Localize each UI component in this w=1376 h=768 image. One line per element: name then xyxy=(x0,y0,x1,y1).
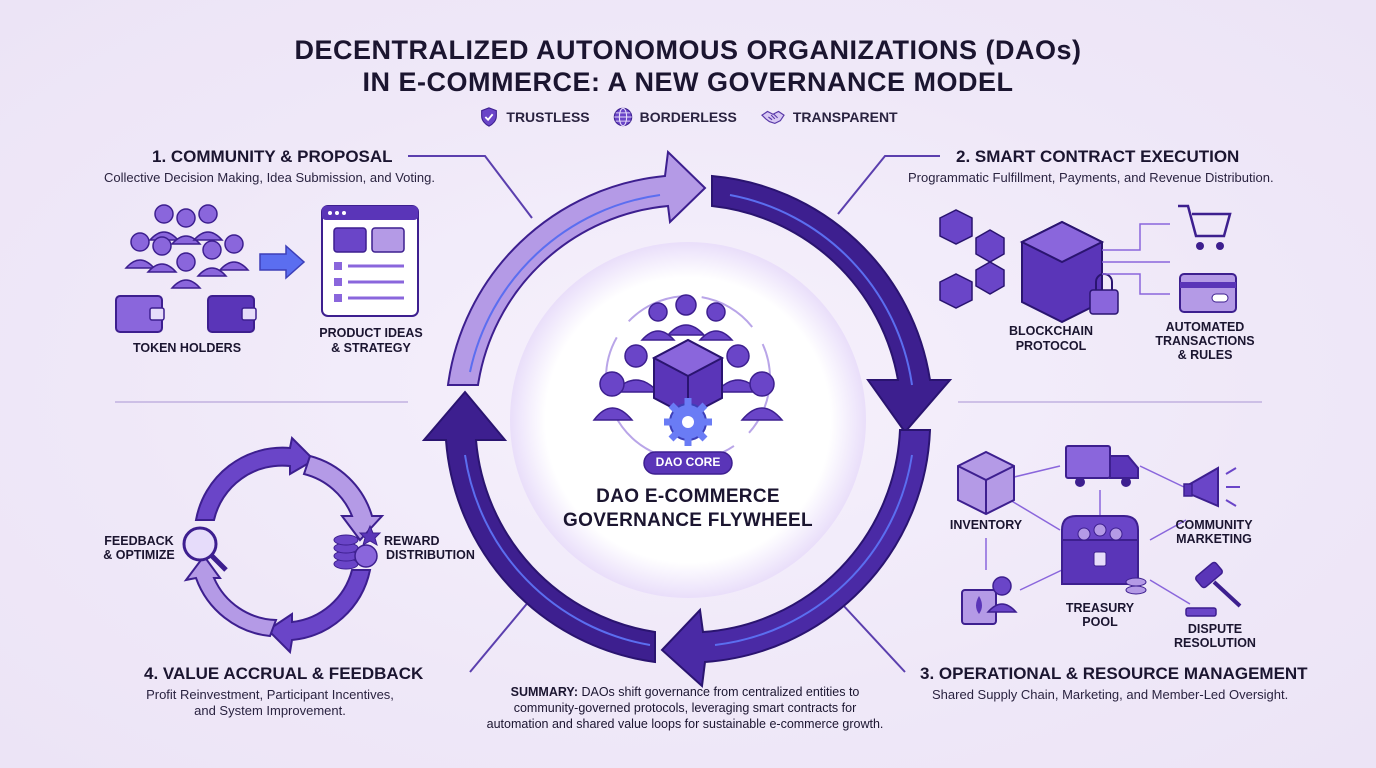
product-ideas-label-line2: & STRATEGY xyxy=(331,341,411,355)
reward-label-line2: DISTRIBUTION xyxy=(386,548,475,562)
community-marketing-label-line2: MARKETING xyxy=(1176,532,1252,546)
treasury-chest-icon xyxy=(1061,515,1147,595)
ring-arrow-top-left xyxy=(446,149,707,386)
dao-core-illustration xyxy=(592,294,784,475)
connector-smart-contract xyxy=(837,155,940,215)
thumbs-down-icon xyxy=(371,227,405,253)
shield-check-icon xyxy=(481,107,498,127)
flywheel-ring xyxy=(421,149,953,689)
summary-line2: community-governed protocols, leveraging… xyxy=(513,701,857,715)
automated-label-line3: & RULES xyxy=(1177,348,1233,362)
thumbs-up-icon xyxy=(333,227,367,253)
wallet-icon-right xyxy=(207,295,257,333)
delivery-truck-icon xyxy=(1065,445,1139,487)
badge-trustless: TRUSTLESS xyxy=(478,106,590,128)
star-icon xyxy=(358,524,382,547)
feedback-label-line2: & OPTIMIZE xyxy=(103,548,175,562)
section-operational-title: 3. OPERATIONAL & RESOURCE MANAGEMENT xyxy=(920,664,1308,683)
connector-value xyxy=(469,599,531,673)
section-value-title: 4. VALUE ACCRUAL & FEEDBACK xyxy=(144,664,424,683)
dao-core-badge xyxy=(643,451,733,475)
inventory-box-icon xyxy=(957,450,1015,516)
ring-arrow-bottom-left xyxy=(421,390,656,664)
section-operational-subtitle: Shared Supply Chain, Marketing, and Memb… xyxy=(932,687,1289,702)
token-holders-illustration xyxy=(115,204,257,333)
flywheel-title-line2: GOVERNANCE FLYWHEEL xyxy=(563,510,813,531)
cycle-arrow-bottom-right xyxy=(266,569,372,655)
badge-borderless: BORDERLESS xyxy=(612,106,737,128)
member-oversight-icon xyxy=(961,576,1018,625)
gear-icon xyxy=(664,398,712,446)
treasury-label-line1: TREASURY xyxy=(1065,601,1135,615)
badge-transparent-label: TRANSPARENT xyxy=(792,109,898,125)
feedback-label-line1: FEEDBACK xyxy=(104,534,174,548)
section-value-subtitle-line1: Profit Reinvestment, Participant Incenti… xyxy=(146,687,394,702)
dao-core-label: DAO CORE xyxy=(655,455,721,469)
operational-connectors xyxy=(985,465,1191,605)
arrow-right-icon xyxy=(259,244,306,280)
ring-guide-top-right xyxy=(729,194,913,386)
summary-line3: automation and shared value loops for su… xyxy=(486,717,884,731)
product-ideas-label-line1: PRODUCT IDEAS xyxy=(319,326,423,340)
section-community-subtitle: Collective Decision Making, Idea Submiss… xyxy=(104,170,435,185)
page-title-line1: DECENTRALIZED AUTONOMOUS ORGANIZATIONS (… xyxy=(294,35,1082,65)
megaphone-icon xyxy=(1183,466,1240,508)
coin-stack-icon xyxy=(333,524,382,570)
automated-label-line1: AUTOMATED xyxy=(1165,320,1245,334)
treasury-label-line2: POOL xyxy=(1082,615,1118,629)
blockchain-label-line2: PROTOCOL xyxy=(1015,339,1087,353)
summary-label: SUMMARY: xyxy=(510,685,578,699)
section-smart-contract-subtitle: Programmatic Fulfillment, Payments, and … xyxy=(908,170,1274,185)
ring-arrow-top-right xyxy=(711,174,953,434)
ring-arrow-bottom-right xyxy=(660,429,932,689)
magnifier-icon xyxy=(182,526,228,572)
badge-borderless-label: BORDERLESS xyxy=(639,109,737,125)
connector-operational xyxy=(841,603,906,673)
connector-lines xyxy=(408,155,940,673)
dispute-label-line2: RESOLUTION xyxy=(1174,636,1256,650)
summary-line1: SUMMARY: DAOs shift governance from cent… xyxy=(470,684,900,700)
section-smart-contract-title: 2. SMART CONTRACT EXECUTION xyxy=(956,147,1240,166)
badge-row: TRUSTLESS BORDERLESS TRANSPARENT xyxy=(0,106,1376,128)
globe-icon xyxy=(613,107,632,127)
token-holders-label: TOKEN HOLDERS xyxy=(132,341,242,355)
page-title-line2: IN E-COMMERCE: A NEW GOVERNANCE MODEL xyxy=(362,67,1014,97)
flywheel-title-line1: DAO E-COMMERCE xyxy=(596,486,780,507)
badge-trustless-label: TRUSTLESS xyxy=(506,109,590,125)
lock-icon xyxy=(1089,289,1119,315)
cycle-arrow-top-left xyxy=(194,435,316,521)
community-marketing-label-line1: COMMUNITY xyxy=(1175,518,1253,532)
ring-guide-bottom-left xyxy=(464,454,651,646)
connector-community xyxy=(408,155,533,219)
section-value-subtitle-line2: and System Improvement. xyxy=(194,703,346,718)
inventory-label: INVENTORY xyxy=(949,518,1023,532)
section-community-title: 1. COMMUNITY & PROPOSAL xyxy=(152,147,393,166)
blockchain-label-line1: BLOCKCHAIN xyxy=(1008,324,1094,338)
summary-text-line1: DAOs shift governance from centralized e… xyxy=(581,685,860,699)
blockchain-illustration xyxy=(939,209,1170,324)
ring-guide-top-left xyxy=(469,194,661,373)
gavel-icon xyxy=(1185,561,1242,617)
badge-transparent: TRANSPARENT xyxy=(759,106,898,128)
automated-label-line2: TRANSACTIONS xyxy=(1155,334,1255,348)
reward-label-line1: REWARD xyxy=(384,534,440,548)
ring-guide-bottom-right xyxy=(714,454,913,646)
proposal-window-icon xyxy=(321,205,419,317)
dispute-label-line1: DISPUTE xyxy=(1187,622,1243,636)
handshake-icon xyxy=(760,110,785,125)
shopping-cart-icon xyxy=(1178,204,1232,250)
credit-card-icon xyxy=(1179,273,1237,313)
wallet-icon-left xyxy=(115,295,165,333)
cycle-arrow-bottom-left xyxy=(183,554,278,638)
